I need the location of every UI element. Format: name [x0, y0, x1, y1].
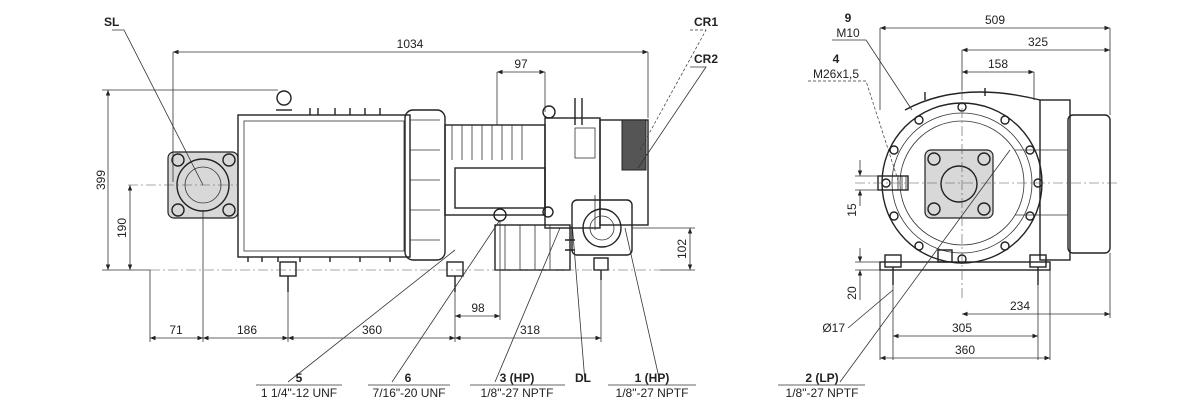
- dim-318: 318: [520, 323, 540, 337]
- bottom-label-6: 6 7/16"-20 UNF: [368, 371, 450, 400]
- label-6-num: 6: [405, 371, 412, 385]
- bottom-label-3hp: 3 (HP) 1/8"-27 NPTF: [470, 371, 565, 400]
- dim-overall-length: 1034: [397, 37, 424, 51]
- callout-4-thread: M26x1,5: [813, 67, 859, 81]
- dim-height: 399: [94, 170, 108, 190]
- dim-305: 305: [952, 321, 972, 335]
- label-5-num: 5: [296, 371, 303, 385]
- callout-9-thread: M10: [836, 26, 860, 40]
- side-view-dimensions: 1034 97 399 190 102 71 186 360 318: [94, 37, 695, 342]
- side-view-callouts: SL CR1 CR2 DL: [104, 15, 718, 385]
- motor-housing: [237, 90, 411, 262]
- bottom-label-5: 5 1 1/4"-12 UNF: [256, 371, 342, 400]
- label-5-spec: 1 1/4"-12 UNF: [261, 386, 337, 400]
- label-1hp-num: 1 (HP): [635, 371, 670, 385]
- end-view-callouts: 9 M10 4 M26x1,5: [808, 11, 1011, 383]
- side-view: [128, 90, 660, 292]
- dim-hole: Ø17: [822, 321, 845, 335]
- dim-axis-height: 190: [115, 218, 129, 238]
- callout-cr2: CR2: [694, 52, 718, 66]
- dim-98: 98: [471, 301, 485, 315]
- bottom-label-2lp: 2 (LP) 1/8"-27 NPTF: [778, 371, 865, 400]
- dim-186: 186: [237, 323, 257, 337]
- dim-15: 15: [845, 203, 859, 217]
- dim-102: 102: [675, 239, 689, 259]
- bottom-label-1hp: 1 (HP) 1/8"-27 NPTF: [608, 371, 696, 400]
- label-6-spec: 7/16"-20 UNF: [373, 386, 446, 400]
- end-view-dimensions: 509 325 158 15 20 234 305 360: [822, 13, 1111, 361]
- label-2lp-num: 2 (LP): [805, 371, 838, 385]
- dim-97: 97: [514, 57, 528, 71]
- callout-dl: DL: [575, 371, 591, 385]
- end-view: [855, 88, 1120, 300]
- callout-4: 4: [833, 52, 840, 66]
- callout-cr1: CR1: [694, 15, 718, 29]
- mounting-studs-side: [279, 257, 609, 292]
- dim-360: 360: [362, 323, 382, 337]
- dim-20: 20: [845, 286, 859, 300]
- dim-360-end: 360: [955, 343, 975, 357]
- dim-509: 509: [985, 13, 1005, 27]
- terminal-box: [404, 109, 446, 261]
- label-2lp-spec: 1/8"-27 NPTF: [786, 386, 859, 400]
- dim-325: 325: [1028, 35, 1048, 49]
- callout-9: 9: [845, 11, 852, 25]
- dim-158: 158: [988, 57, 1008, 71]
- compressor-body: [444, 98, 649, 230]
- label-3hp-spec: 1/8"-27 NPTF: [481, 386, 554, 400]
- callout-sl: SL: [104, 15, 119, 29]
- dim-234: 234: [1010, 299, 1030, 313]
- oil-sump: [494, 224, 575, 271]
- dim-71: 71: [169, 323, 183, 337]
- discharge-flange: [571, 199, 633, 256]
- label-1hp-spec: 1/8"-27 NPTF: [616, 386, 689, 400]
- label-3hp-num: 3 (HP): [500, 371, 535, 385]
